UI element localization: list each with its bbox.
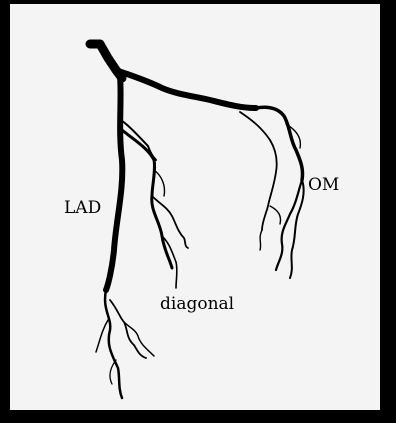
lad-label: LAD	[64, 200, 101, 217]
lad-distal-branch-1	[110, 300, 146, 358]
diagonal-vessel	[122, 130, 172, 268]
lad-vessel	[106, 76, 122, 290]
circumflex-vessel	[116, 70, 256, 108]
om-branch-3	[240, 112, 277, 230]
lad-distal-branch-3	[96, 320, 108, 352]
om-vessel	[256, 107, 303, 180]
lad-distal-branch-2	[124, 322, 154, 356]
om-branch-1	[276, 180, 302, 270]
om-branch-5	[260, 230, 262, 250]
diagram-panel: LAD OM diagonal	[10, 4, 380, 410]
diagonal-label: diagonal	[160, 296, 234, 313]
om-label: OM	[308, 177, 339, 194]
om-branch-4	[270, 206, 281, 224]
